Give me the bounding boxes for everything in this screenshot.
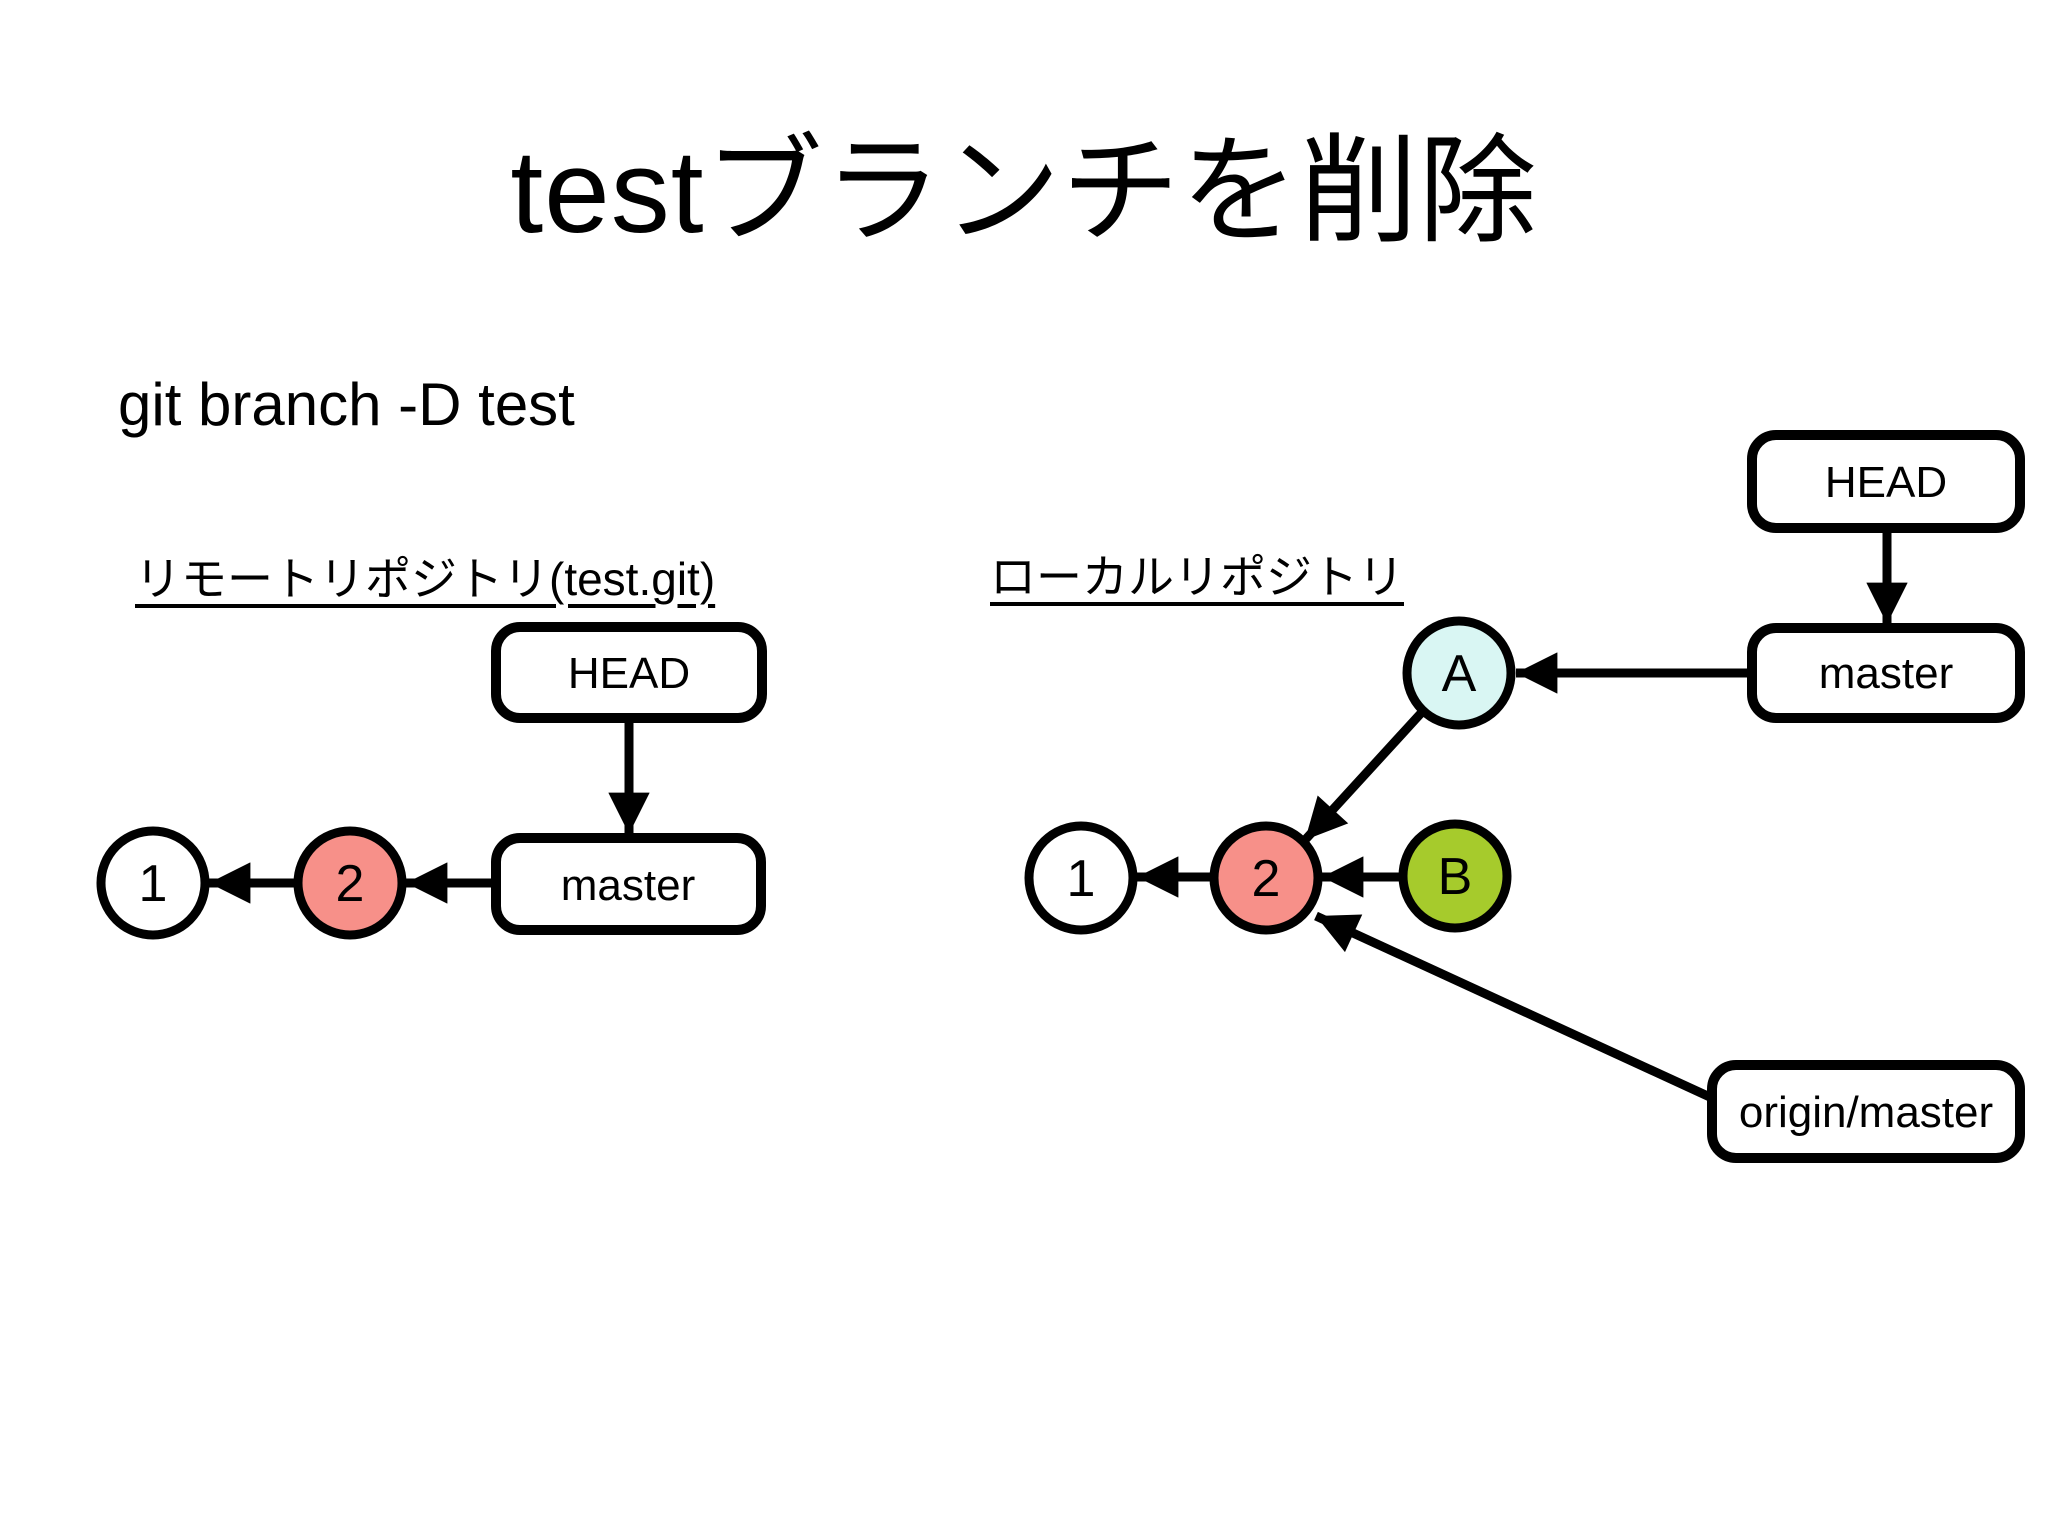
local-origin-master-label: origin/master	[1739, 1088, 1993, 1137]
local-commit-b-label: B	[1438, 848, 1473, 906]
remote-master-label: master	[561, 861, 695, 910]
local-repo-label: ローカルリポジトリ	[990, 551, 1404, 603]
remote-diagram: 1 2 HEAD master	[96, 622, 767, 940]
remote-commit-1-label: 1	[139, 855, 168, 913]
local-commit-a-node	[1402, 616, 1516, 730]
local-commit-1-label: 1	[1067, 850, 1096, 908]
remote-commit-1-node	[96, 826, 210, 940]
local-origin-master-box	[1707, 1060, 2025, 1163]
local-head-label: HEAD	[1825, 458, 1947, 507]
local-commit-2-node	[1209, 821, 1323, 935]
remote-head-box	[491, 622, 767, 723]
local-commit-a-label: A	[1442, 645, 1477, 703]
local-edge-origin-master-to-commit2	[1314, 911, 1714, 1103]
local-diagram: 1 2 A B HEAD master origin/master	[1024, 430, 2025, 1163]
git-command-text: git branch -D test	[118, 371, 575, 438]
remote-commit-2-label: 2	[336, 855, 365, 913]
local-commit-b-node	[1398, 819, 1512, 933]
local-edge-commit-a-to-commit2	[1301, 707, 1427, 844]
remote-repo-label: リモートリポジトリ(test.git)	[135, 553, 716, 605]
local-master-box	[1747, 623, 2025, 723]
local-head-box	[1747, 430, 2025, 533]
remote-master-box	[491, 833, 766, 935]
local-commit-1-node	[1024, 821, 1138, 935]
local-commit-2-label: 2	[1252, 850, 1281, 908]
slide-title: testブランチを削除	[510, 126, 1538, 258]
remote-head-label: HEAD	[568, 649, 690, 698]
local-master-label: master	[1819, 649, 1953, 698]
remote-commit-2-node	[293, 826, 407, 940]
